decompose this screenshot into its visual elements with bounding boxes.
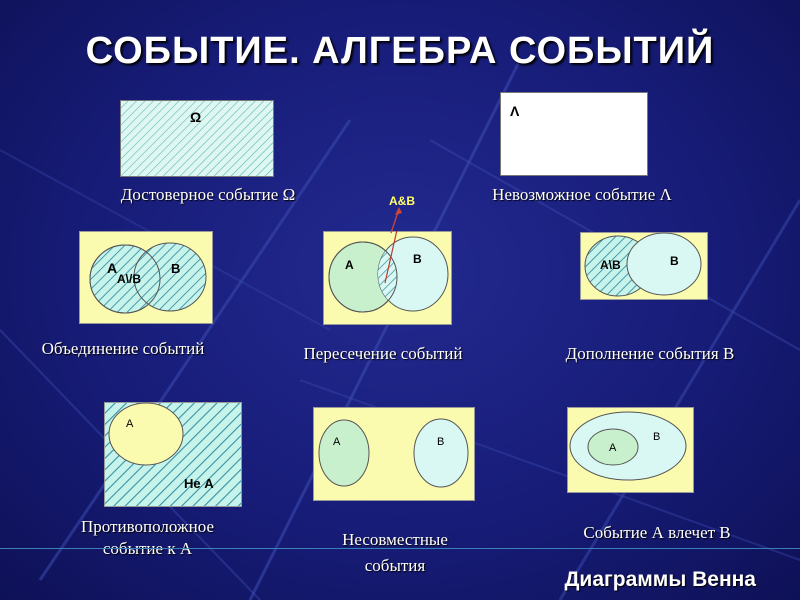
- complement-label-not-a: Не А: [184, 476, 214, 491]
- difference-label: A\B: [600, 258, 621, 272]
- implication-label-a: A: [609, 442, 617, 454]
- intersection-annotation: A&B: [389, 194, 415, 208]
- complement-label-a: A: [126, 418, 134, 430]
- intersection-pointer: [390, 207, 402, 234]
- certain-event-caption: Достоверное событие Ω: [120, 185, 296, 204]
- union-diagram: A A\/B B: [79, 231, 213, 324]
- complement-diagram: A Не А: [104, 402, 242, 507]
- implication-label-b: B: [653, 431, 660, 443]
- bottom-divider: [0, 548, 800, 549]
- impossible-event-caption: Невозможное событие Λ: [492, 185, 672, 204]
- intersection-label-b: B: [413, 252, 422, 266]
- implication-diagram: A B: [567, 407, 694, 493]
- disjoint-label-b: B: [437, 436, 444, 448]
- difference-diagram: A\B B: [580, 232, 708, 300]
- impossible-event-diagram: Λ: [500, 92, 648, 176]
- lambda-label: Λ: [510, 103, 520, 119]
- intersection-caption: Пересечение событий: [303, 344, 463, 363]
- union-caption: Объединение событий: [41, 339, 205, 358]
- union-label-ab: A\/B: [117, 272, 141, 286]
- implication-caption: Событие А влечет В: [583, 523, 731, 542]
- disjoint-caption-line1: Несовместные: [342, 530, 448, 549]
- union-label-a: A: [107, 260, 117, 276]
- certain-event-diagram: Ω: [120, 100, 274, 177]
- intersection-diagram: A B: [323, 231, 452, 325]
- union-label-b: B: [171, 261, 180, 276]
- omega-label: Ω: [190, 109, 201, 125]
- difference-label-b: B: [670, 254, 679, 268]
- intersection-label-a: A: [345, 258, 354, 272]
- disjoint-diagram: A B: [313, 407, 475, 501]
- footer-title: Диаграммы Венна: [564, 568, 756, 591]
- slide-title: СОБЫТИЕ. АЛГЕБРА СОБЫТИЙ: [85, 30, 715, 72]
- complement-caption-line1: Противоположное: [80, 517, 215, 536]
- complement-caption-line2: событие к А: [102, 539, 193, 558]
- disjoint-caption-line2: события: [364, 556, 426, 575]
- disjoint-label-a: A: [333, 436, 341, 448]
- difference-caption: Дополнение события В: [565, 344, 735, 363]
